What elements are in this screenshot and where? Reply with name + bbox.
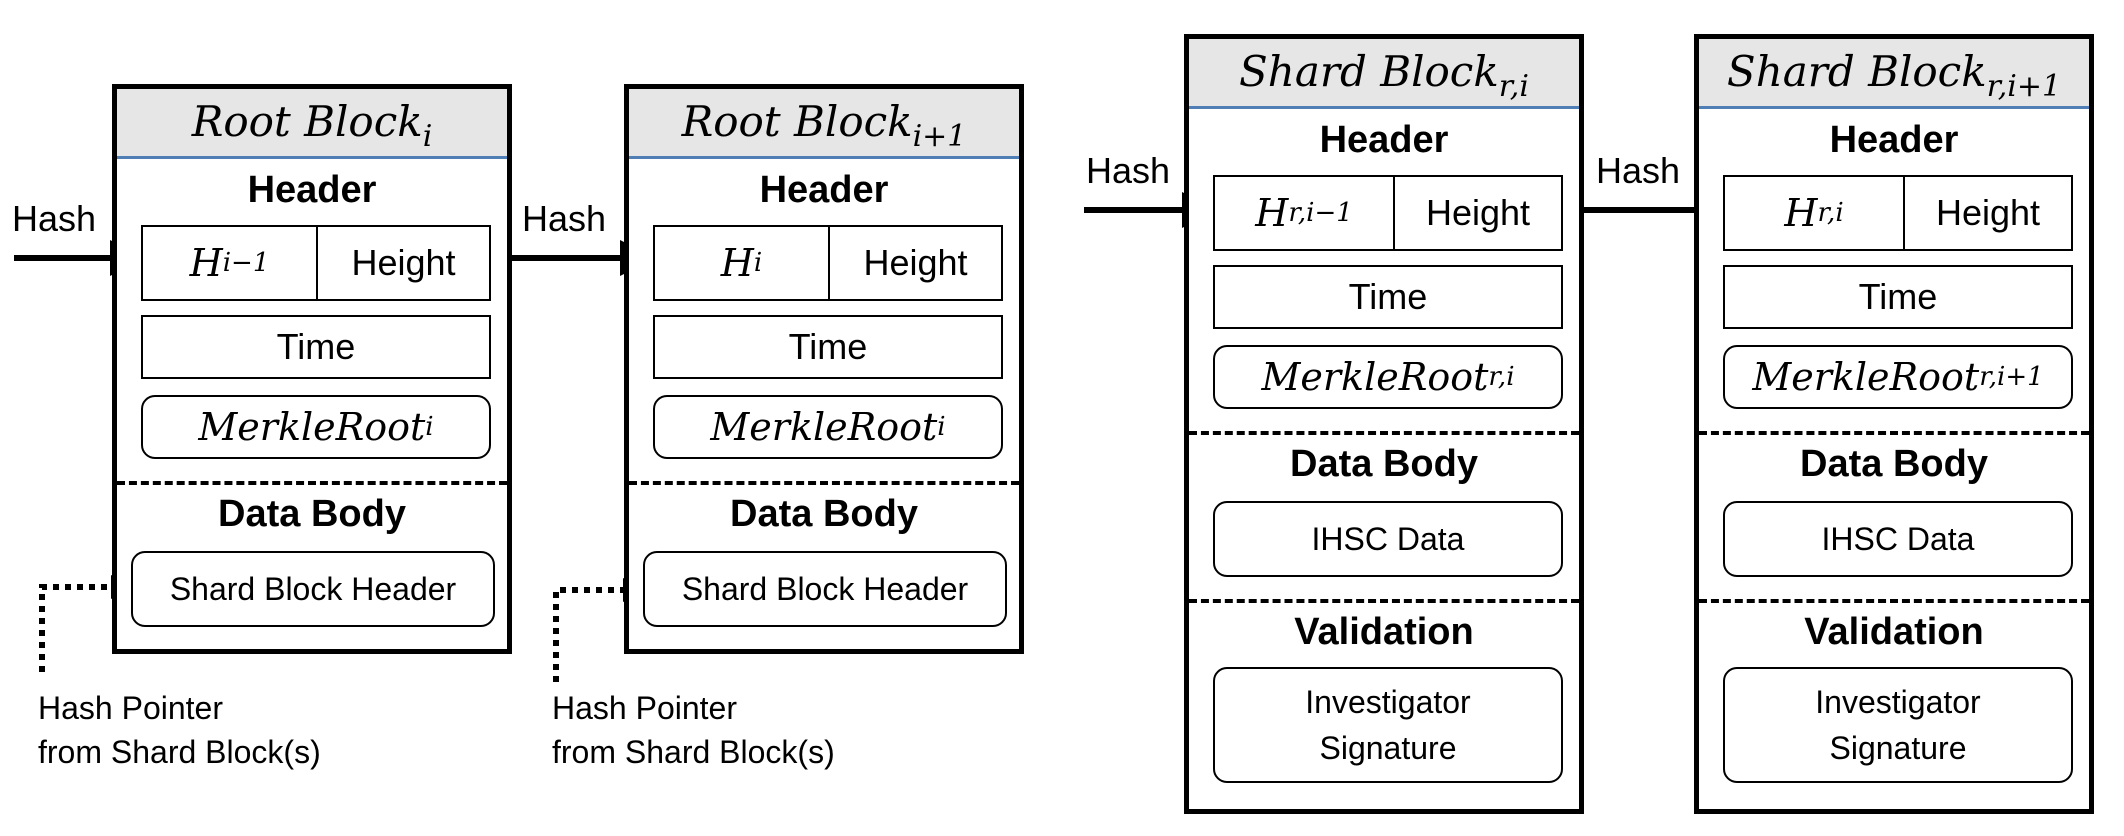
hash-pointer-label-2: Hash Pointer from Shard Block(s) <box>552 690 835 770</box>
section-divider <box>1699 431 2089 435</box>
validation-label: Validation <box>1294 611 1474 653</box>
shard-block-header-box: Shard Block Header <box>643 551 1007 627</box>
data-body-label: Data Body <box>1290 443 1478 485</box>
investigator-signature-box: Investigator Signature <box>1723 667 2073 783</box>
hash-between-label: Hash <box>522 198 607 239</box>
height-cell: Height <box>1935 192 2041 233</box>
hash-in-label: Hash <box>12 198 97 239</box>
data-body-label: Data Body <box>1800 443 1988 485</box>
section-divider <box>1189 431 1579 435</box>
header-label: Header <box>759 169 889 211</box>
time-box: Time <box>141 315 491 379</box>
time-box: Time <box>1213 265 1563 329</box>
height-cell: Height <box>351 242 456 283</box>
validation-label: Validation <box>1804 611 1984 653</box>
ihsc-data-box: IHSC Data <box>1723 501 2073 577</box>
header-label: Header <box>247 169 377 211</box>
block-title: Root Blocki+1 <box>629 89 1019 159</box>
shard-hash-in-label: Hash <box>1086 150 1171 191</box>
section-divider <box>629 481 1019 485</box>
hash-pointer-arrow-1 <box>39 575 135 672</box>
ihsc-data-box: IHSC Data <box>1213 501 1563 577</box>
header-label: Header <box>1829 119 1959 161</box>
section-divider <box>1189 599 1579 603</box>
hash-pointer-label-1: Hash Pointer from Shard Block(s) <box>38 690 321 770</box>
data-body-label: Data Body <box>730 493 918 535</box>
shard-hash-between-label: Hash <box>1596 150 1681 191</box>
header-label: Header <box>1319 119 1449 161</box>
shard-block-header-box: Shard Block Header <box>131 551 495 627</box>
investigator-signature-box: Investigator Signature <box>1213 667 1563 783</box>
block-title: Root Blocki <box>117 89 507 159</box>
time-box: Time <box>653 315 1003 379</box>
section-divider <box>1699 599 2089 603</box>
section-divider <box>117 481 507 485</box>
height-cell: Height <box>1425 192 1531 233</box>
time-box: Time <box>1723 265 2073 329</box>
data-body-label: Data Body <box>218 493 406 535</box>
height-cell: Height <box>863 242 968 283</box>
block-title: Shard Blockr,i <box>1189 39 1579 109</box>
block-title: Shard Blockr,i+1 <box>1699 39 2089 109</box>
